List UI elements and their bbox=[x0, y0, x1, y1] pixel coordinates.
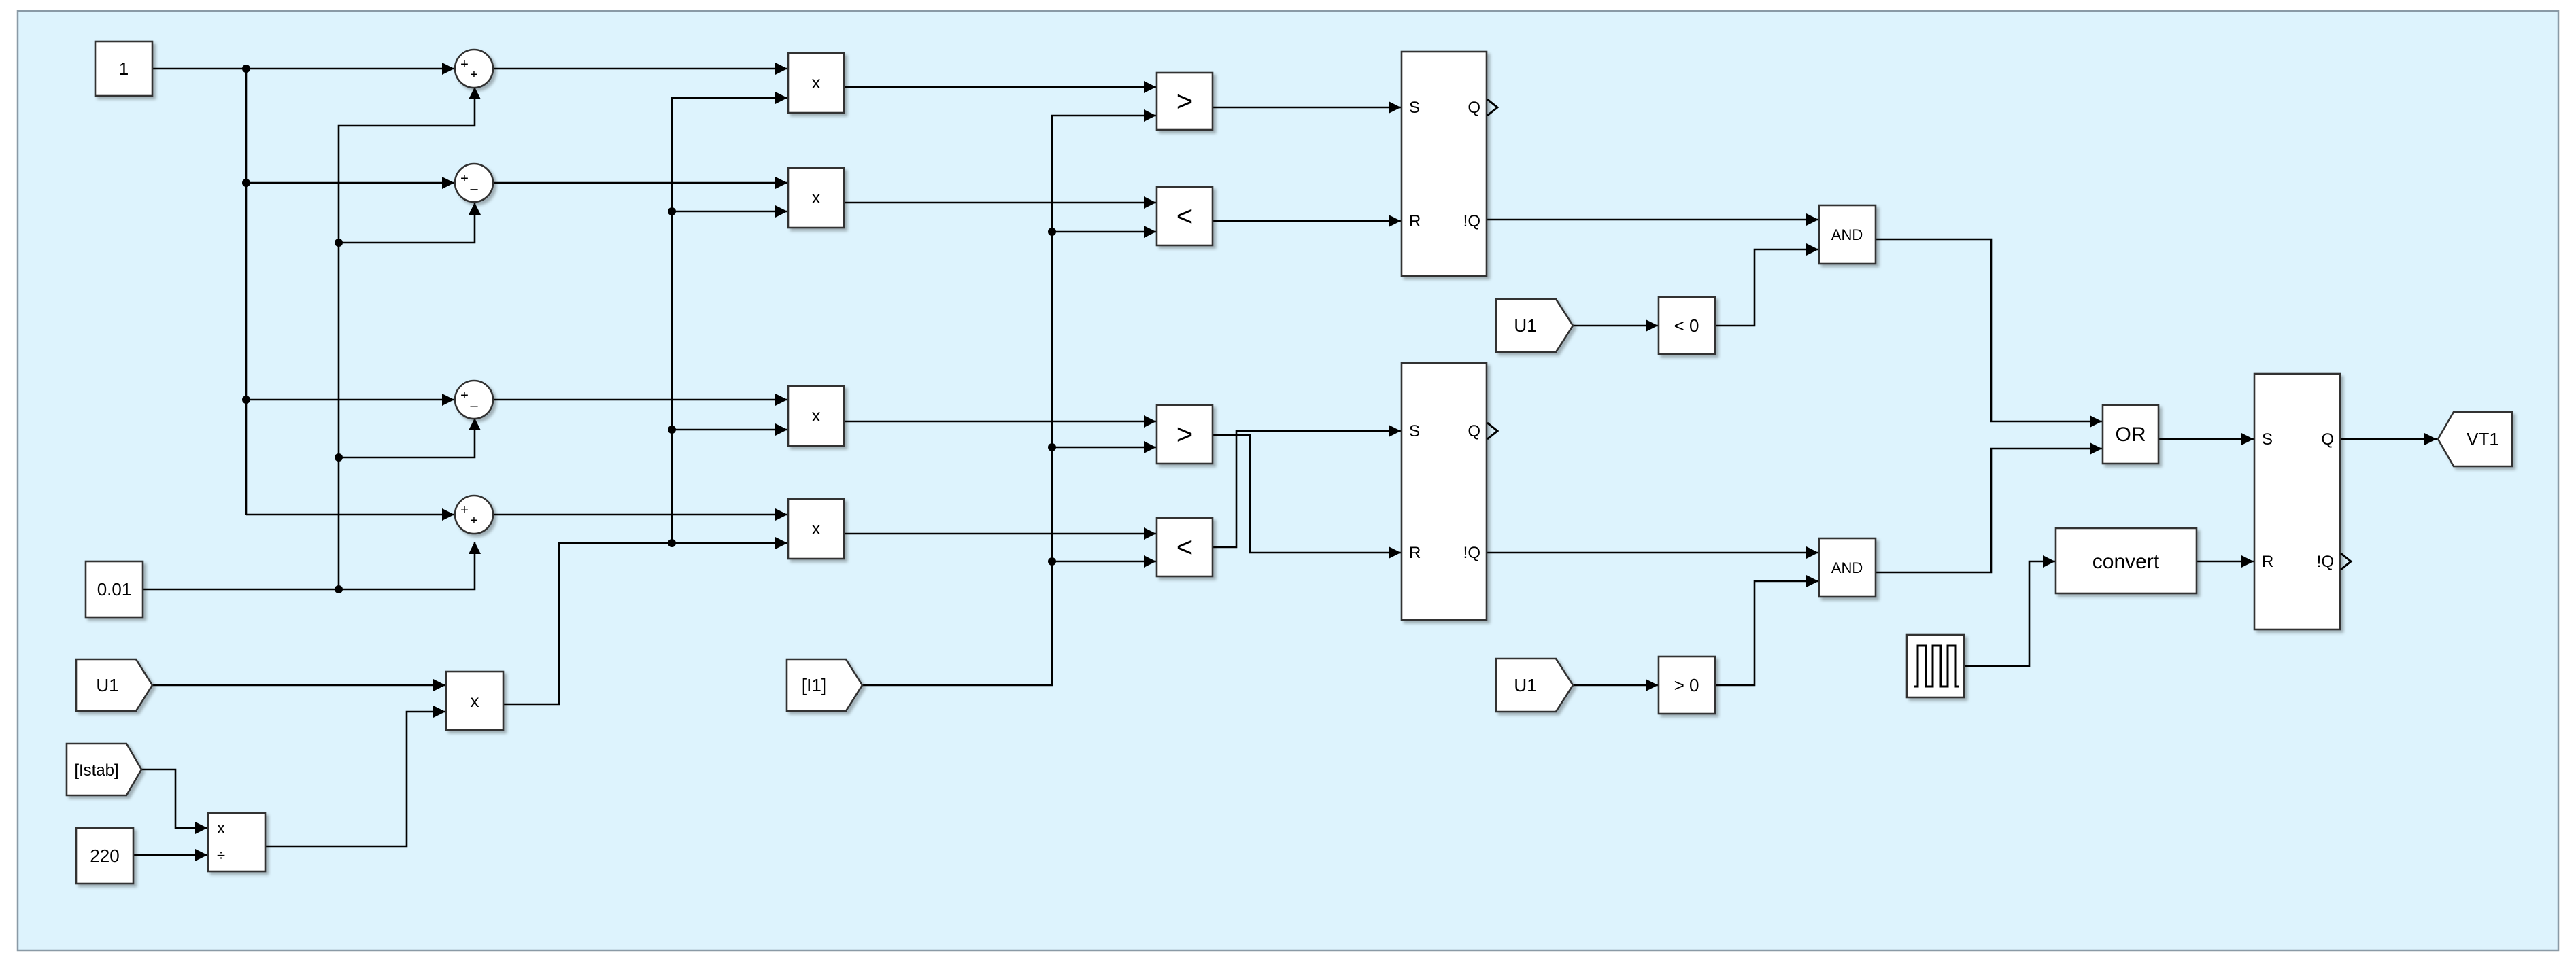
and-gate-2-label: AND bbox=[1831, 559, 1863, 576]
relational-gt-1[interactable]: > bbox=[1155, 71, 1214, 131]
relational-lt-2-label: < bbox=[1176, 531, 1193, 563]
from-u1-top-block[interactable]: U1 bbox=[1495, 298, 1574, 353]
compare-gt0-label: > 0 bbox=[1674, 675, 1699, 695]
and-gate-1[interactable]: AND bbox=[1818, 204, 1877, 265]
sum-4-sign-a: + bbox=[460, 503, 469, 518]
ff1-nq-port: !Q bbox=[1463, 212, 1480, 230]
ff1-q-unconnected-port-icon bbox=[1487, 98, 1499, 117]
sr-flipflop-2[interactable]: S R Q !Q bbox=[1400, 362, 1499, 621]
relational-gt-2[interactable]: > bbox=[1155, 404, 1214, 465]
ff3-r-port: R bbox=[2262, 553, 2273, 571]
ff1-s-port: S bbox=[1409, 99, 1420, 117]
sum-4-sign-b: + bbox=[470, 513, 478, 528]
constant-001-block[interactable]: 0.01 bbox=[84, 560, 144, 619]
ff3-nq-unconnected-port-icon bbox=[2340, 552, 2353, 571]
sum-2-sign-a: + bbox=[460, 171, 469, 186]
goto-vt1-label: VT1 bbox=[2467, 429, 2499, 449]
from-u1-top-label: U1 bbox=[1514, 315, 1536, 336]
sum-1-sign-a: + bbox=[460, 57, 469, 72]
divide-div-sign: ÷ bbox=[217, 847, 225, 864]
product-block-2[interactable]: x bbox=[787, 167, 845, 229]
relational-lt-1[interactable]: < bbox=[1155, 186, 1214, 247]
constant-1-label: 1 bbox=[119, 58, 129, 79]
from-i1-label: [I1] bbox=[802, 675, 826, 695]
sum-1-sign-b: + bbox=[470, 67, 478, 82]
divide-block[interactable]: x ÷ bbox=[207, 812, 267, 873]
product-block-1[interactable]: x bbox=[787, 52, 845, 114]
from-istab-label: [Istab] bbox=[74, 761, 118, 780]
or-gate-label: OR bbox=[2116, 423, 2146, 446]
constant-001-label: 0.01 bbox=[97, 579, 132, 600]
and-gate-2[interactable]: AND bbox=[1818, 537, 1877, 598]
convert-block[interactable]: convert bbox=[2054, 527, 2198, 595]
relational-gt-2-label: > bbox=[1176, 418, 1193, 450]
sum-block-3[interactable]: + – bbox=[454, 379, 494, 420]
sum-block-4[interactable]: + + bbox=[454, 494, 494, 535]
sr-flipflop-3[interactable]: S R Q !Q bbox=[2253, 372, 2353, 631]
from-istab-block[interactable]: [Istab] bbox=[65, 742, 143, 797]
product-block-4[interactable]: x bbox=[787, 498, 845, 560]
sum-3-sign-a: + bbox=[460, 388, 469, 403]
relational-gt-1-label: > bbox=[1176, 85, 1193, 117]
pulse-generator-block[interactable] bbox=[1905, 633, 1965, 699]
ff2-r-port: R bbox=[1409, 544, 1421, 562]
ff3-q-port: Q bbox=[2321, 430, 2334, 449]
or-gate[interactable]: OR bbox=[2101, 404, 2160, 465]
ff2-q-port: Q bbox=[1468, 422, 1480, 440]
ff1-q-port: Q bbox=[1468, 99, 1480, 117]
ff2-s-port: S bbox=[1409, 422, 1420, 440]
constant-220-label: 220 bbox=[90, 846, 119, 866]
relational-lt-2[interactable]: < bbox=[1155, 517, 1214, 578]
diagram-background bbox=[16, 10, 2560, 952]
from-u1-left-block[interactable]: U1 bbox=[75, 658, 154, 712]
from-u1-left-label: U1 bbox=[96, 675, 118, 695]
ff3-nq-port: !Q bbox=[2317, 553, 2334, 571]
product-block-u1[interactable]: x bbox=[445, 670, 505, 731]
product-2-label: x bbox=[812, 187, 821, 207]
product-4-label: x bbox=[812, 518, 821, 538]
divide-mul-sign: x bbox=[217, 819, 225, 837]
product-block-3[interactable]: x bbox=[787, 385, 845, 447]
ff1-r-port: R bbox=[1409, 212, 1421, 230]
and-gate-1-label: AND bbox=[1831, 226, 1863, 243]
product-3-label: x bbox=[812, 405, 821, 426]
convert-label: convert bbox=[2092, 551, 2160, 573]
ff2-nq-port: !Q bbox=[1463, 544, 1480, 562]
signal-wires bbox=[129, 62, 2437, 862]
sum-block-2[interactable]: + – bbox=[454, 162, 494, 203]
from-u1-bottom-block[interactable]: U1 bbox=[1495, 657, 1574, 713]
relational-lt-1-label: < bbox=[1176, 200, 1193, 232]
compare-gt0-block[interactable]: > 0 bbox=[1657, 655, 1716, 715]
constant-220-block[interactable]: 220 bbox=[75, 827, 135, 885]
ff2-q-unconnected-port-icon bbox=[1487, 421, 1499, 440]
constant-1-block[interactable]: 1 bbox=[94, 40, 154, 97]
product-u1-label: x bbox=[471, 691, 479, 711]
sum-3-sign-b: – bbox=[470, 398, 478, 413]
from-u1-bottom-label: U1 bbox=[1514, 675, 1536, 695]
from-i1-block[interactable]: [I1] bbox=[785, 658, 864, 712]
goto-vt1-block[interactable]: VT1 bbox=[2437, 411, 2513, 468]
sr-flipflop-1[interactable]: S R Q !Q bbox=[1400, 50, 1499, 277]
compare-lt0-label: < 0 bbox=[1674, 315, 1699, 336]
sum-2-sign-b: – bbox=[470, 181, 478, 196]
ff3-s-port: S bbox=[2262, 430, 2273, 449]
pulse-waveform-icon bbox=[1914, 644, 1959, 688]
junction-dots bbox=[242, 65, 1056, 593]
sum-block-1[interactable]: + + bbox=[454, 48, 494, 89]
compare-lt0-block[interactable]: < 0 bbox=[1657, 296, 1716, 355]
product-1-label: x bbox=[812, 72, 821, 92]
